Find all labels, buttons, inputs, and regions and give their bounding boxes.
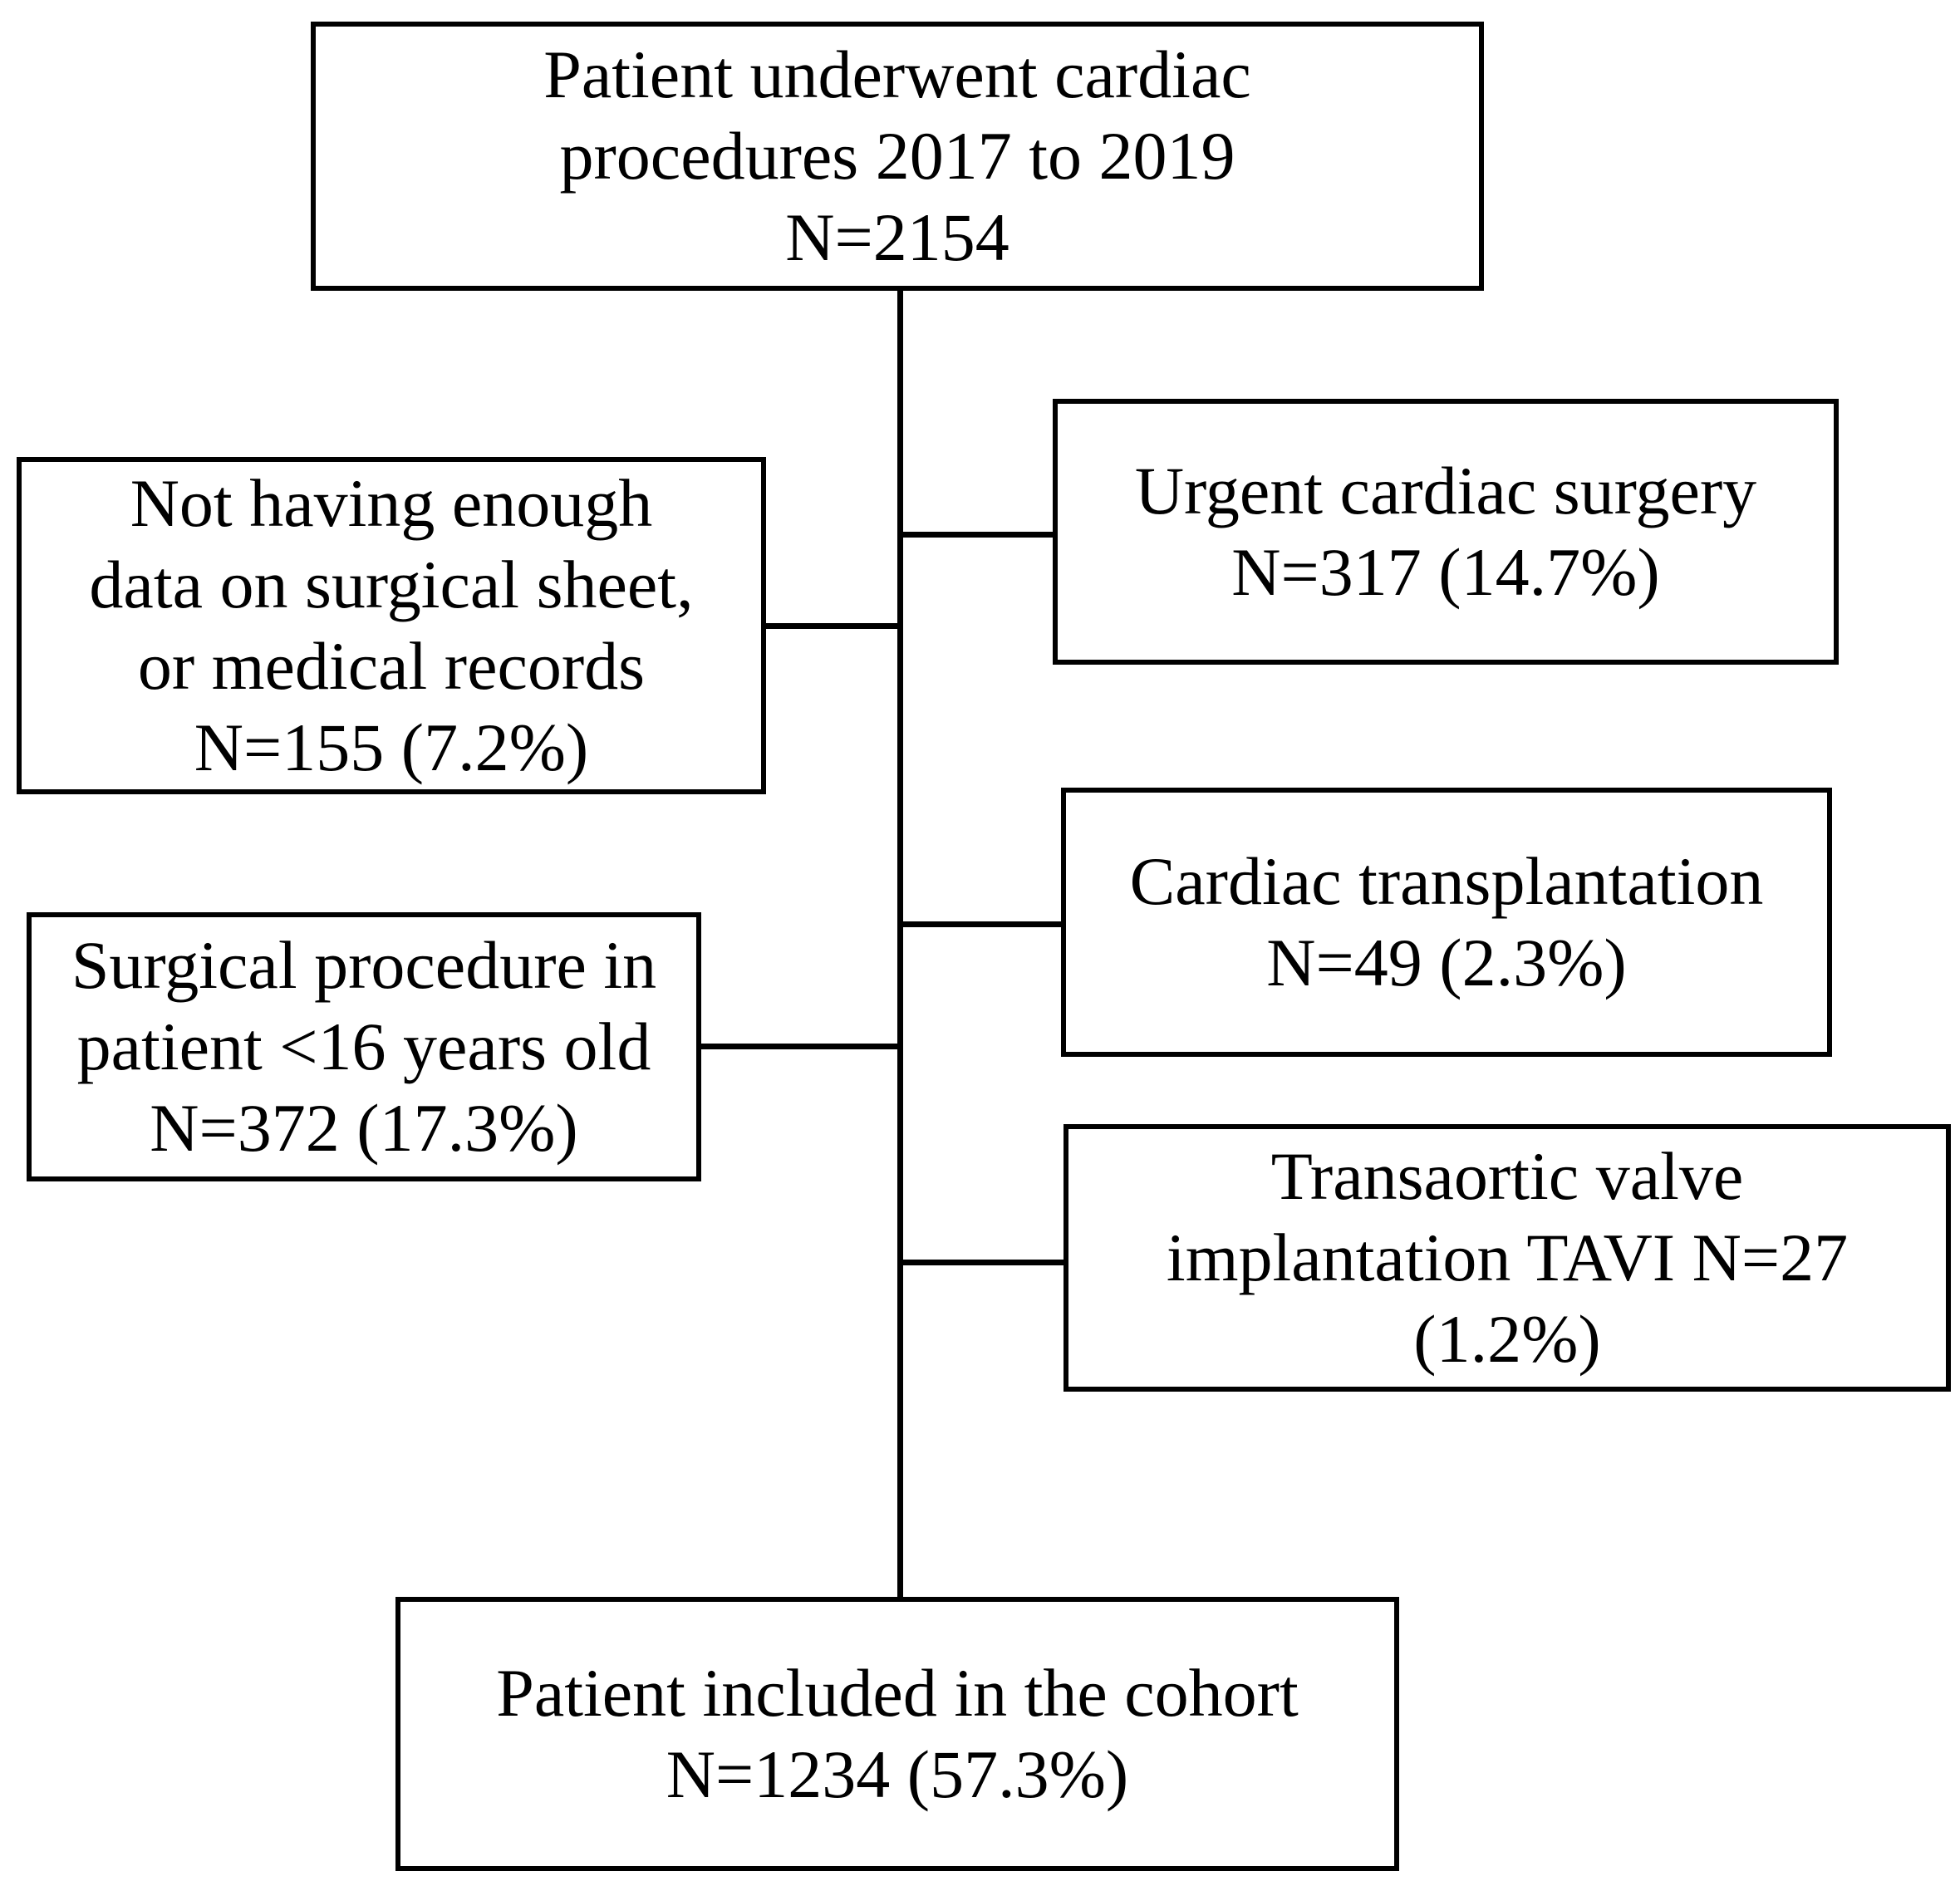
connector-transplantation [897, 921, 1064, 927]
exclusion-box-transplantation: Cardiac transplantation N=49 (2.3%) [1061, 788, 1832, 1057]
connector-insufficient-data [764, 623, 903, 629]
start-box: Patient underwent cardiac procedures 201… [311, 22, 1484, 291]
insufficient-data-line-4: N=155 (7.2%) [194, 710, 589, 785]
transplantation-line-1: Cardiac transplantation [1129, 843, 1764, 919]
exclusion-box-under-16: Surgical procedure in patient <16 years … [27, 912, 701, 1181]
main-vertical-connector [897, 287, 903, 1600]
tavi-line-1: Transaortic valve [1270, 1138, 1744, 1214]
transplantation-line-2: N=49 (2.3%) [1266, 925, 1627, 1000]
start-line-2: procedures 2017 to 2019 [559, 118, 1235, 194]
insufficient-data-line-3: or medical records [137, 628, 646, 704]
included-line-2: N=1234 (57.3%) [666, 1736, 1129, 1812]
end-box-included-cohort: Patient included in the cohort N=1234 (5… [395, 1597, 1399, 1871]
urgent-surgery-line-2: N=317 (14.7%) [1231, 534, 1660, 610]
start-line-1: Patient underwent cardiac [543, 37, 1251, 112]
start-line-3: N=2154 [785, 199, 1009, 275]
tavi-line-2: implantation TAVI N=27 [1166, 1220, 1849, 1295]
under-16-line-1: Surgical procedure in [71, 927, 657, 1003]
exclusion-box-tavi: Transaortic valve implantation TAVI N=27… [1064, 1124, 1951, 1392]
included-line-1: Patient included in the cohort [496, 1655, 1299, 1731]
insufficient-data-line-1: Not having enough [130, 465, 653, 541]
connector-under-16 [699, 1044, 903, 1049]
exclusion-box-urgent-surgery: Urgent cardiac surgery N=317 (14.7%) [1053, 399, 1839, 665]
tavi-line-3: (1.2%) [1413, 1301, 1601, 1377]
under-16-line-2: patient <16 years old [76, 1009, 651, 1084]
exclusion-box-insufficient-data: Not having enough data on surgical sheet… [17, 457, 766, 794]
urgent-surgery-line-1: Urgent cardiac surgery [1134, 453, 1757, 528]
under-16-line-3: N=372 (17.3%) [150, 1090, 578, 1166]
insufficient-data-line-2: data on surgical sheet, [89, 547, 694, 622]
connector-tavi [897, 1260, 1064, 1265]
connector-urgent-surgery [897, 532, 1055, 538]
